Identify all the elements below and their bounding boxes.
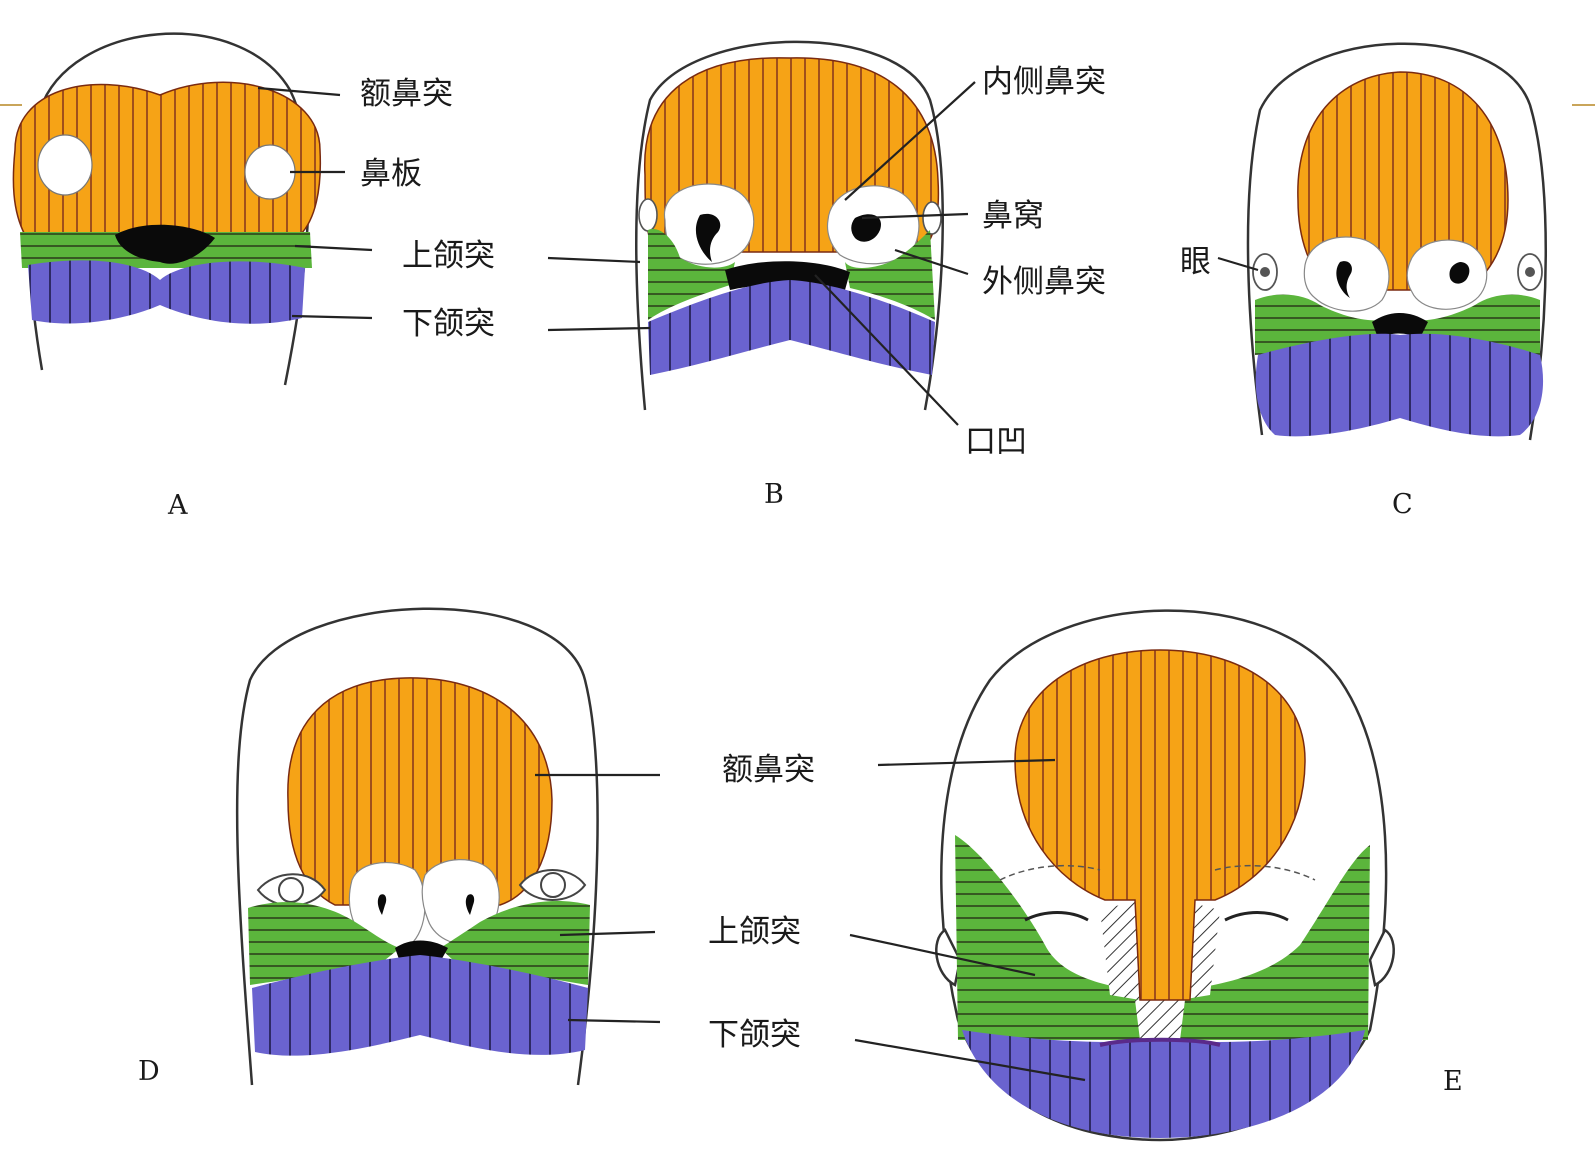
panel-b: 内侧鼻突 鼻窝 外侧鼻突 口凹 B (548, 42, 1106, 510)
panel-a-label-frontonasal: 额鼻突 (360, 76, 453, 112)
panel-c-nasal-right (1407, 240, 1487, 309)
label-maxillary-de: 上颌突 (708, 914, 801, 950)
panel-d: D (138, 609, 660, 1087)
label-mandibular-ab: 下颌突 (402, 306, 495, 342)
panel-c-pupil-left (1260, 267, 1270, 277)
panel-c-letter: C (1392, 489, 1413, 520)
panel-b-leader-mandibular (548, 328, 650, 330)
panel-a-label-nasal-placode: 鼻板 (360, 156, 422, 192)
panel-b-label-stomodeum: 口凹 (965, 424, 1027, 460)
panel-c: 眼 C (1180, 44, 1546, 520)
panel-e-philtrum (1135, 1000, 1185, 1040)
panel-b-eye-left (639, 199, 657, 231)
panel-b-label-lateral-nasal: 外侧鼻突 (982, 264, 1106, 300)
panel-b-leader-maxillary (548, 258, 640, 262)
panel-b-label-medial-nasal: 内侧鼻突 (982, 64, 1106, 100)
panel-d-frontonasal-process (288, 678, 552, 905)
panel-a: 额鼻突 鼻板 A (13, 34, 453, 521)
label-mandibular-de: 下颌突 (708, 1017, 801, 1053)
panel-d-iris-right (541, 873, 565, 897)
panel-a-letter: A (167, 490, 188, 521)
panel-d-iris-left (279, 878, 303, 902)
panel-b-letter: B (764, 479, 784, 510)
panel-a-nasal-placode-left (38, 135, 92, 195)
panel-c-pupil-right (1525, 267, 1535, 277)
panel-c-label-eye: 眼 (1180, 244, 1211, 280)
panel-a-nasal-placode-right (245, 145, 295, 199)
label-frontonasal-de: 额鼻突 (722, 752, 815, 788)
panel-d-letter: D (138, 1056, 160, 1087)
label-maxillary-ab: 上颌突 (402, 238, 495, 274)
panel-b-label-nasal-pit: 鼻窝 (982, 198, 1044, 234)
panel-e-mandibular-process (962, 1030, 1365, 1138)
panel-b-eye-right (923, 202, 941, 234)
panel-e: E (850, 611, 1463, 1140)
panel-e-letter: E (1443, 1066, 1463, 1097)
panel-a-leader-mandibular (292, 316, 372, 318)
